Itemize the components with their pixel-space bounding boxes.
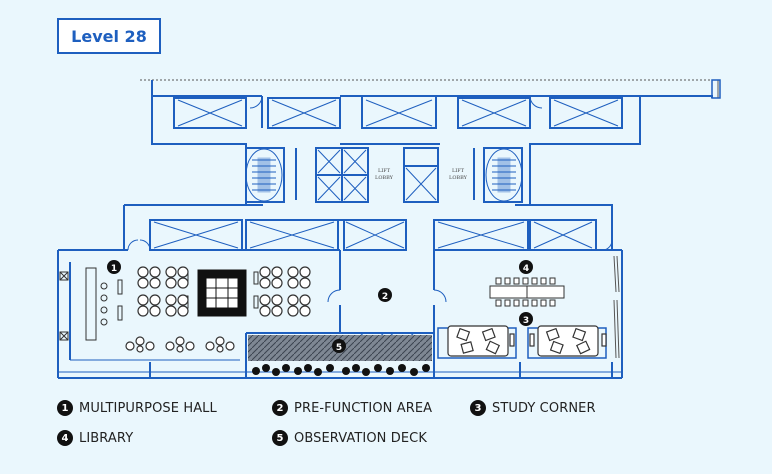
marker-5: 5 <box>332 339 346 353</box>
legend-label: MULTIPURPOSE HALL <box>79 400 217 416</box>
legend-item-library: 4 LIBRARY <box>57 430 133 446</box>
round-table-clusters <box>125 266 311 353</box>
marker-3: 3 <box>519 312 533 326</box>
marker-1: 1 <box>107 260 121 274</box>
legend-number: 2 <box>272 400 288 416</box>
legend-item-pre-function-area: 2 PRE-FUNCTION AREA <box>272 400 432 416</box>
legend-label: PRE-FUNCTION AREA <box>294 400 433 416</box>
legend-label: OBSERVATION DECK <box>294 430 427 446</box>
lift-lobby-label-b-2: LOBBY <box>449 175 468 181</box>
legend-number: 3 <box>470 400 486 416</box>
lift-lobby-label-a-2: LOBBY <box>375 175 394 181</box>
legend-label: STUDY CORNER <box>492 400 596 416</box>
walls <box>57 80 713 379</box>
deck-planters <box>252 364 430 376</box>
legend-item-multipurpose-hall: 1 MULTIPURPOSE HALL <box>57 400 217 416</box>
conference-table <box>197 269 247 317</box>
legend-item-study-corner: 3 STUDY CORNER <box>470 400 596 416</box>
hall-furniture <box>59 267 259 341</box>
svg-text:5: 5 <box>336 343 342 353</box>
legend-label: LIBRARY <box>79 430 134 446</box>
svg-text:3: 3 <box>523 316 529 326</box>
lift-shafts <box>153 99 619 249</box>
svg-text:1: 1 <box>111 264 117 274</box>
staircases <box>245 148 523 202</box>
lift-lobby-label-b-1: LIFT <box>452 168 465 174</box>
room-markers: 1 2 3 4 5 <box>107 260 533 353</box>
curtain-wall-right <box>613 255 620 359</box>
legend-number: 1 <box>57 400 73 416</box>
legend-number: 5 <box>272 430 288 446</box>
marker-2: 2 <box>378 288 392 302</box>
svg-text:2: 2 <box>382 292 388 302</box>
lift-lobby-label-a-1: LIFT <box>378 168 391 174</box>
marker-4: 4 <box>519 260 533 274</box>
library-furniture <box>489 277 565 307</box>
legend-number: 4 <box>57 430 73 446</box>
study-furniture <box>437 325 607 359</box>
svg-text:4: 4 <box>523 264 529 274</box>
level-title: Level 28 <box>57 18 161 54</box>
legend-item-observation-deck: 5 OBSERVATION DECK <box>272 430 427 446</box>
